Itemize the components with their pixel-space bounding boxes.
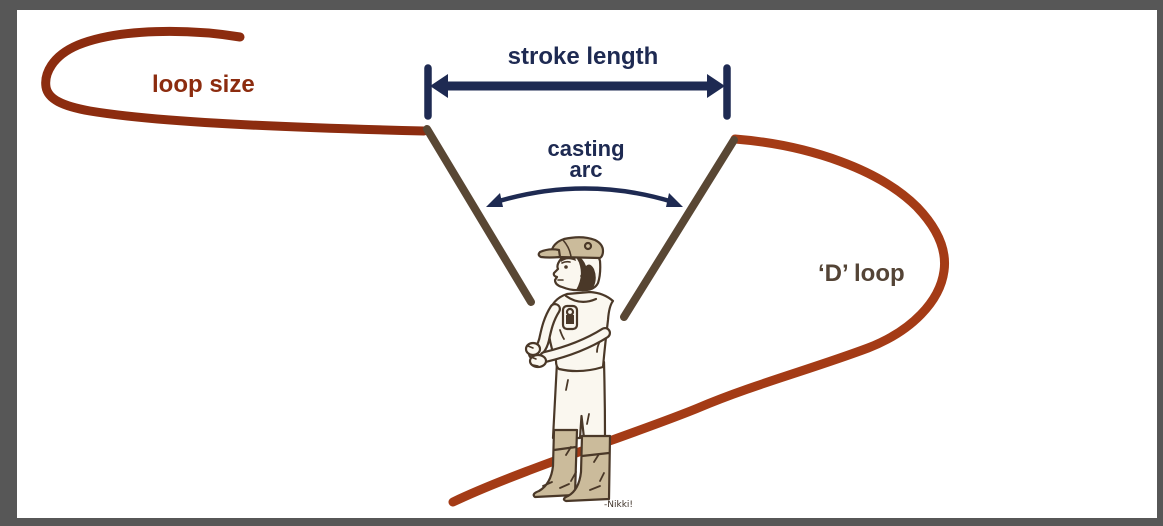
eye: [564, 265, 568, 269]
stroke-length-arrowhead-left: [430, 74, 448, 98]
artist-signature: -Nikki!: [604, 500, 633, 510]
d-loop-label: ‘D’ loop: [818, 260, 905, 287]
casting-arc-arrowhead-right: [666, 193, 683, 207]
eyebrow: [561, 260, 571, 264]
casting-arc-arrowhead-left: [486, 193, 503, 207]
finger-marks: [527, 345, 539, 367]
angler-left-boot: [532, 428, 579, 499]
angler-figure: [524, 236, 615, 503]
loop-size-line: [41, 26, 429, 136]
angler-right-boot: [562, 434, 612, 503]
hand-upper: [524, 341, 542, 357]
rod-back-position: [423, 125, 535, 306]
boot-crease-marks: [542, 379, 605, 491]
cap-seam: [562, 239, 572, 258]
stroke-length-label: stroke length: [508, 43, 659, 70]
casting-arc-arrow: [495, 186, 674, 205]
stroke-length-arrowhead-right: [707, 74, 725, 98]
boot-fold-lines: [552, 445, 611, 458]
near-arm-fill: [541, 329, 609, 361]
angler-hair: [570, 252, 596, 292]
cap-brim: [537, 248, 562, 259]
casting-arc-group: casting arc: [486, 136, 683, 207]
cap-button: [583, 241, 593, 251]
angler-pants: [551, 360, 607, 440]
shirt-collar-line: [564, 294, 598, 303]
stroke-length-dimension: stroke length: [424, 43, 731, 120]
ear: [580, 268, 588, 278]
rod-forward-position: [620, 136, 738, 321]
loop-size-label: loop size: [152, 71, 255, 98]
d-loop-line: [448, 134, 950, 507]
casting-arc-label-line2: arc: [569, 157, 602, 182]
chest-tag-body: [566, 315, 574, 324]
casting-arc-label-line1: casting: [547, 136, 624, 161]
